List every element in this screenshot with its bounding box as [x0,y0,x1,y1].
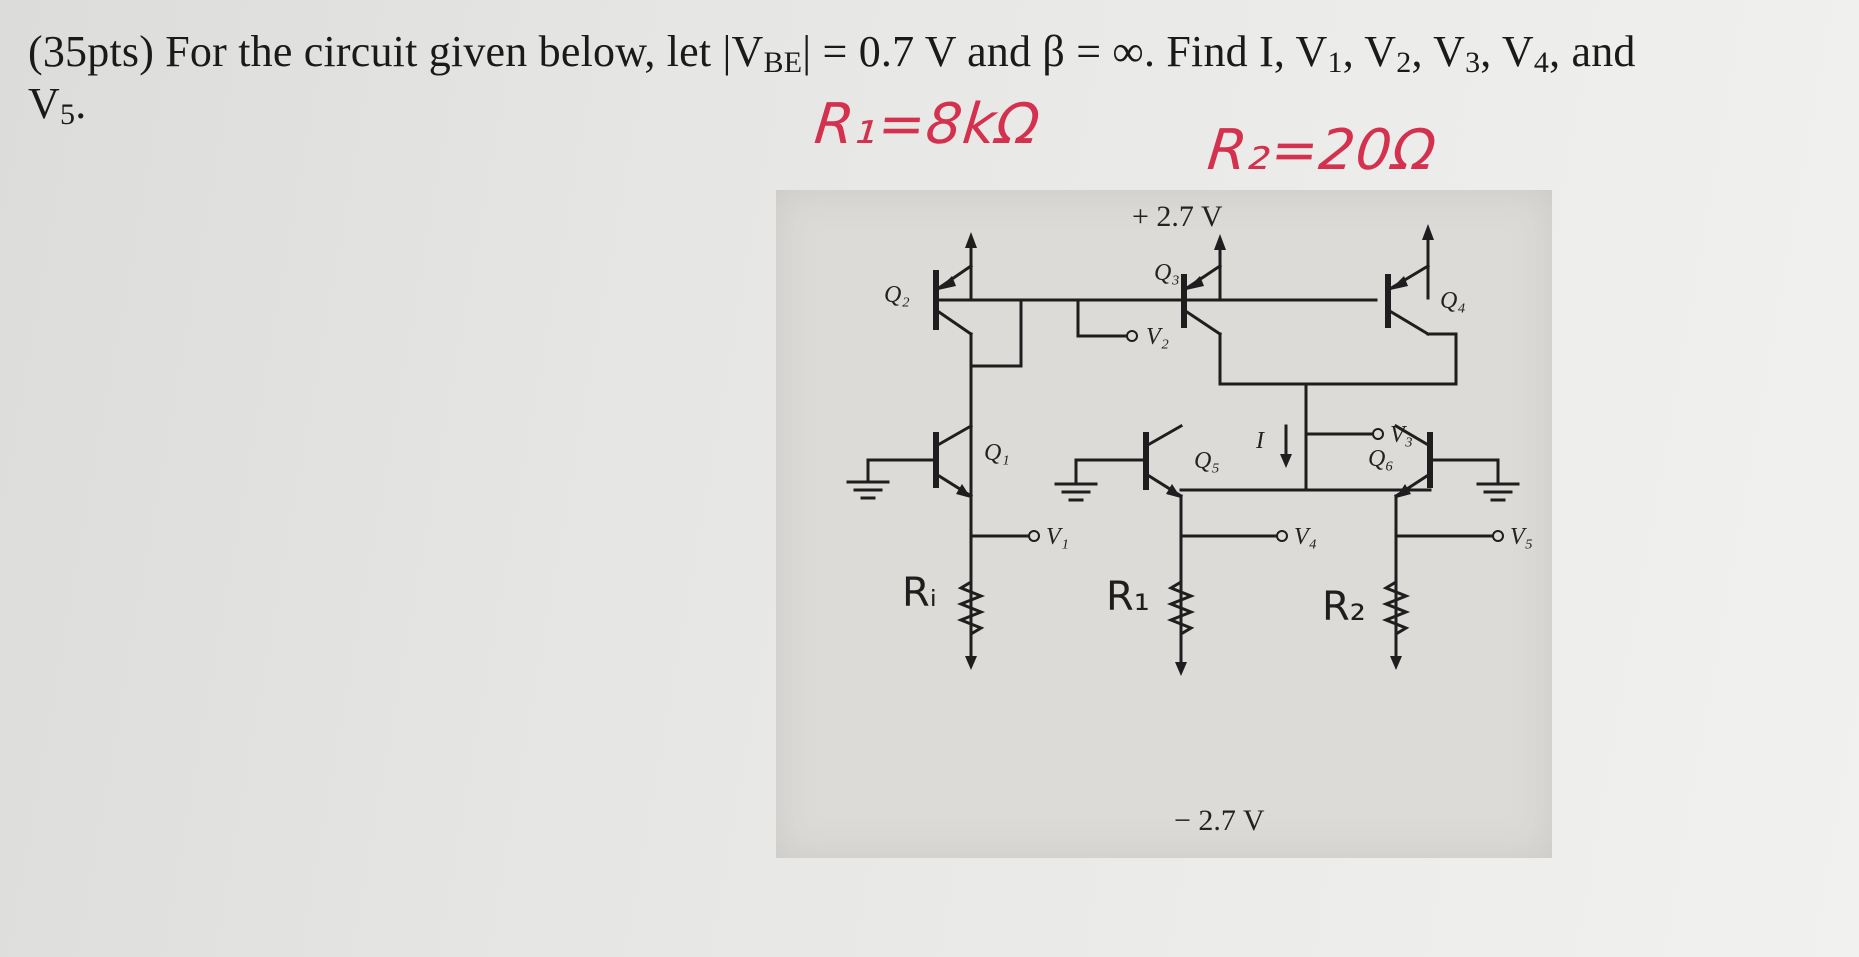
q2-label: Q₂ [884,282,910,308]
resistor-r2-label: R₂ [1322,584,1366,630]
v2-label: V₂ [1146,324,1169,350]
q3-label: Q₃ [1154,260,1180,286]
v3-label: V₃ [1390,422,1413,448]
q5-label: Q₅ [1194,448,1220,474]
transistor-q2 [933,263,974,522]
transistor-q3 [1181,263,1458,386]
v3-subscript: 3 [1465,46,1481,79]
sep-2: , V [1411,27,1466,76]
line2-start: , V [1480,27,1534,76]
v1-subscript: 1 [1327,46,1343,79]
v5-label: V₅ [1510,524,1533,550]
transistor-q5 [1074,423,1184,668]
resistor-r1-label: R₁ [1106,574,1150,620]
vcc-label: + 2.7 V [1132,200,1223,233]
arrow-down-mid [1175,662,1187,676]
transistor-q4 [1385,263,1458,337]
handwritten-r2: R₂=20Ω [1204,118,1440,183]
v2-tap [1076,298,1128,338]
intro-text: For the circuit given below, let |V [165,27,764,76]
q4-label: Q₄ [1440,288,1466,314]
arrow-down-left [965,648,977,670]
resistor-r1 [1166,568,1196,668]
v2-terminal [1126,330,1138,342]
q6-label: Q₆ [1368,446,1394,472]
v1-label: V₁ [1046,524,1069,550]
arrow-down-right [1390,656,1402,670]
transistor-q1 [866,423,974,652]
ground-q6 [1476,482,1520,502]
vee-label: − 2.7 V [1174,804,1265,837]
ground-q1 [846,480,890,500]
q1-label: Q₁ [984,440,1010,466]
v3-terminal [1372,428,1384,440]
circuit-schematic: + 2.7 V − 2.7 V Q₂ [846,200,1533,837]
ground-q5 [1054,482,1098,502]
vbe-subscript: BE [763,46,803,79]
current-label: I [1255,428,1265,454]
v1-terminal [1028,530,1040,542]
current-arrow [1280,424,1292,468]
v5-subscript: 5 [59,98,76,131]
transistor-q6 [1393,423,1500,662]
problem-statement: (35pts) For the circuit given below, let… [28,26,1648,130]
resistor-r2 [1381,568,1411,662]
q2-diode-link [969,298,1023,368]
v4-subscript: 4 [1533,46,1550,79]
v4-label: V₄ [1294,524,1317,550]
v5-terminal [1492,530,1504,542]
condition-text: | = 0.7 V and β = ∞. Find I, V [802,27,1328,76]
handwritten-r1: R₁=8kΩ [811,92,1044,157]
vcc-arrow-right [1422,224,1434,300]
sep-1: , V [1342,27,1397,76]
circuit-diagram: + 2.7 V − 2.7 V Q₂ [776,190,1552,858]
resistor-ri [956,568,986,652]
v2-subscript: 2 [1396,46,1412,79]
points-label: (35pts) [28,27,155,76]
v4-terminal [1276,530,1288,542]
end-text: . [75,79,87,128]
resistor-ri-label: Rᵢ [902,570,937,616]
and-text: , and V [28,27,1636,128]
